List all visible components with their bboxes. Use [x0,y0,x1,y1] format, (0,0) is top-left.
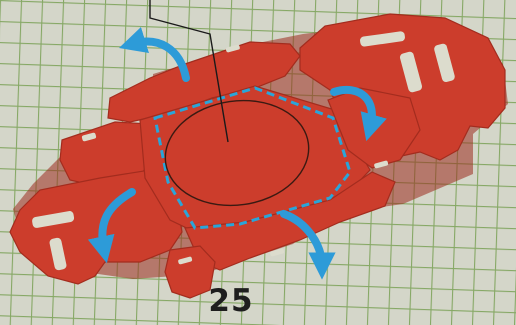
fold-arrow-icon [280,210,336,280]
step-number: 25 [208,283,254,319]
fold-arrow-icon [87,188,136,264]
fold-arrow-icon [118,27,190,82]
fold-arrow-icon [330,86,387,142]
slot-cutouts [32,31,455,271]
pointer-line [149,0,229,143]
oval-outline [164,99,310,207]
fold-line [153,86,352,230]
